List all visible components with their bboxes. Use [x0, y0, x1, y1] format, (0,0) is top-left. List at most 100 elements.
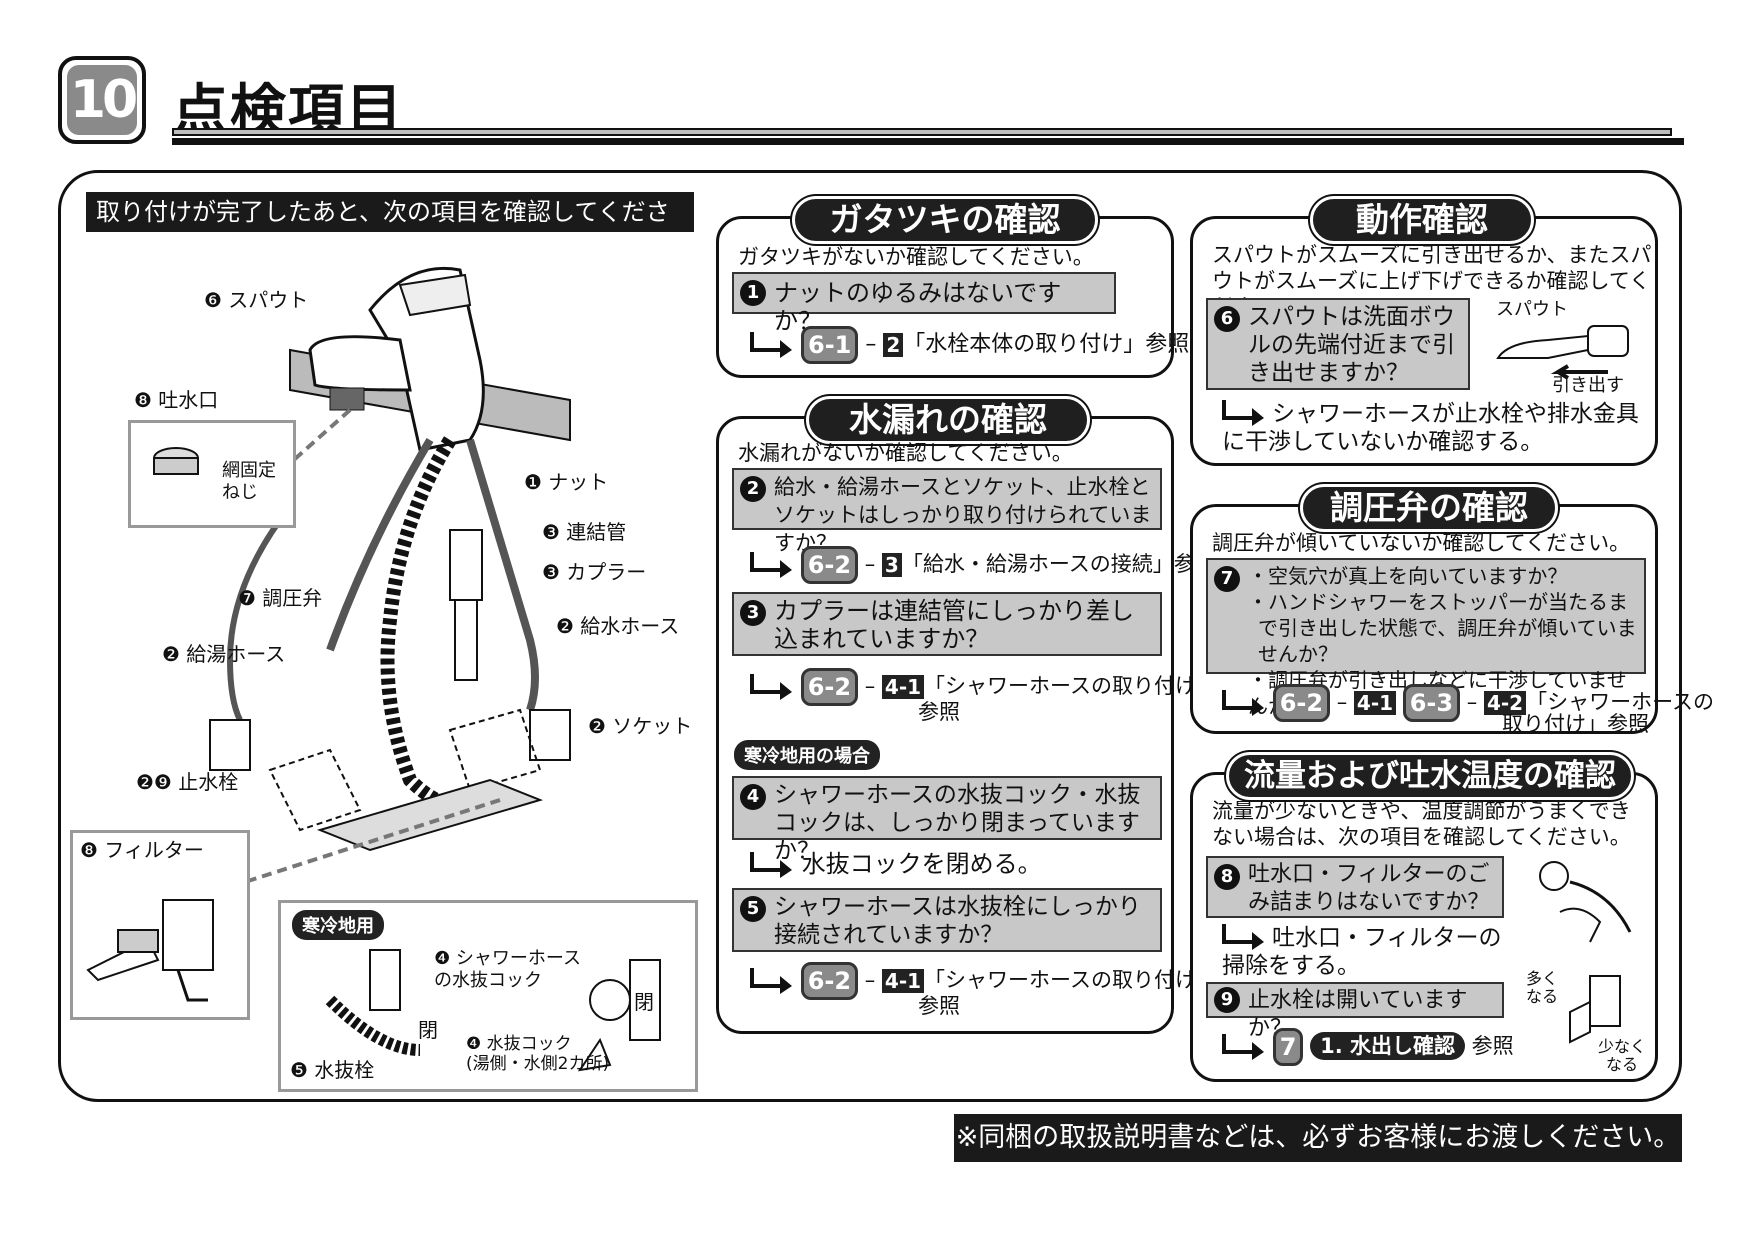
- ref-badge: 6-1: [801, 326, 859, 364]
- q5-text: シャワーホースは水抜栓にしっかり接続されていますか？: [774, 894, 1141, 948]
- q8-number: 8: [1214, 864, 1240, 890]
- filter-inset: [70, 830, 250, 1020]
- q7-line-a: ・空気穴が真上を向いていますか？: [1248, 564, 1568, 588]
- gatatsuki-desc: ガタツキがないか確認してください。: [738, 245, 1094, 269]
- label-socket: ❷ ソケット: [588, 714, 693, 738]
- section-number: 10: [67, 65, 138, 135]
- ref-text: 「シャワーホースの取り付け」: [924, 968, 1217, 992]
- label-hot-hose: ❷ 給湯ホース: [162, 642, 286, 666]
- ref-text: 「水栓本体の取り付け」参照: [903, 332, 1190, 357]
- ref-square: 4-1: [881, 675, 925, 699]
- ref-badge: 6-2: [1272, 684, 1331, 722]
- q9-number: 9: [1214, 987, 1240, 1013]
- label-pressure-valve: ❼ 調圧弁: [238, 586, 323, 610]
- spout-pull-illustration: [1496, 325, 1629, 380]
- q3-text: カプラーは連結管にしっかり差し込まれていますか？: [774, 597, 1134, 653]
- q5-number: 5: [740, 896, 766, 922]
- leak-ref3-tail: 参照: [918, 700, 960, 724]
- ans6-text: シャワーホースが止水栓や排水金具に干渉していないか確認する。: [1222, 401, 1639, 455]
- q7-line-b: ・ハンドシャワーをストッパーが当たるまで引き出した状態で、調圧弁が傾いていません…: [1248, 590, 1637, 666]
- intro-text: 取り付けが完了したあと、次の項目を確認してください。: [86, 192, 694, 266]
- label-outlet: ❽ 吐水口: [134, 388, 219, 412]
- arrow-icon: [1222, 924, 1264, 950]
- label-drain-cock: ❹ 水抜コック (湯側・水側2カ所): [466, 1034, 610, 1074]
- regulator-ref-tail: 取り付け」参照: [1502, 712, 1649, 736]
- arrow-icon: [750, 332, 792, 358]
- label-drain-cock-hose: ❹ シャワーホース の水抜コック: [434, 948, 581, 991]
- leak-desc: 水漏れがないか確認してください。: [738, 441, 1073, 465]
- arrow-icon: [1222, 690, 1264, 716]
- regulator-title: 調圧弁の確認: [1300, 484, 1558, 532]
- label-more: 多く なる: [1526, 969, 1559, 1006]
- ref-badge: 6-3: [1402, 684, 1461, 722]
- label-closed-2: 閉: [634, 990, 654, 1014]
- label-spout: ❻ スパウト: [204, 288, 309, 312]
- operation-desc: スパウトがスムーズに引き出せるか、またスパウトがスムーズに上げ下げできるか確認し…: [1212, 243, 1652, 319]
- footer-note: ※同梱の取扱説明書などは、必ずお客様にお渡しください。: [954, 1114, 1682, 1162]
- q6-number: 6: [1214, 306, 1240, 332]
- ref-square: 2: [883, 333, 904, 357]
- faucet-diagram: [209, 266, 571, 892]
- flow-q9: 9 止水栓は開いていますか？: [1206, 982, 1504, 1041]
- arrow-icon: [750, 968, 792, 994]
- label-drain-plug: ❺ 水抜栓: [290, 1058, 375, 1082]
- arrow-icon: [750, 552, 792, 578]
- label-spout-small: スパウト: [1496, 299, 1568, 320]
- cleaning-illustration: [1539, 861, 1632, 943]
- leak-q2: 2 給水・給湯ホースとソケット、止水栓とソケットはしっかり取り付けられていますか…: [732, 468, 1162, 555]
- section-number-badge: 10: [58, 56, 146, 144]
- label-supply-hose: ❷ 給水ホース: [556, 614, 680, 638]
- title-rule-shadow: [172, 138, 1684, 145]
- ref-pill: 1. 水出し確認: [1310, 1032, 1465, 1060]
- ref-square: 4-2: [1483, 691, 1527, 715]
- label-connecting-pipe: ❸ 連結管: [542, 520, 627, 544]
- cold-region-heading: 寒冷地用の場合: [734, 740, 880, 770]
- ref-badge: 7: [1272, 1028, 1304, 1066]
- q8-text: 吐水口・フィルターのごみ詰まりはないですか？: [1248, 862, 1490, 915]
- leak-q5: 5 シャワーホースは水抜栓にしっかり接続されていますか？: [732, 888, 1162, 952]
- regulator-q7: 7 ・空気穴が真上を向いていますか？ ・ハンドシャワーをストッパーが当たるまで引…: [1206, 558, 1646, 718]
- cold-region-illustration: [325, 949, 661, 1072]
- q7-number: 7: [1214, 566, 1240, 592]
- gatatsuki-ref: 6-1 – 2「水栓本体の取り付け」参照: [750, 326, 1189, 364]
- ref-text: 「シャワーホースの: [1526, 690, 1715, 714]
- title-rule: [172, 128, 1672, 136]
- operation-ans6: シャワーホースが止水栓や排水金具に干渉していないか確認する。: [1222, 400, 1652, 456]
- q6-text: スパウトは洗面ボウルの先端付近まで引き出せますか？: [1248, 304, 1455, 386]
- arrow-icon: [750, 852, 792, 878]
- flow-q8: 8 吐水口・フィルターのごみ詰まりはないですか？: [1206, 856, 1504, 918]
- flow-ans8: 吐水口・フィルターの掃除をする。: [1222, 924, 1522, 980]
- ref-text: 「シャワーホースの取り付け」: [924, 674, 1217, 698]
- gatatsuki-title: ガタツキの確認: [792, 196, 1098, 244]
- leak-ref3: 6-2 – 4-1「シャワーホースの取り付け」: [750, 668, 1217, 706]
- filter-illustration: [86, 899, 214, 1002]
- label-mesh-screw: 網固定 ねじ: [222, 460, 276, 503]
- leak-title: 水漏れの確認: [806, 396, 1090, 444]
- cold-region-label: 寒冷地用: [292, 910, 384, 940]
- outlet-icon: [153, 447, 199, 475]
- label-stop-valve: ❷❾ 止水栓: [136, 770, 239, 794]
- q9-text: 止水栓は開いていますか？: [1248, 988, 1468, 1041]
- ref-text: 参照: [1471, 1034, 1514, 1058]
- leak-ref5: 6-2 – 4-1「シャワーホースの取り付け」: [750, 962, 1217, 1000]
- arrow-icon: [1222, 1034, 1264, 1060]
- ref-square: 3: [881, 553, 902, 577]
- q1-number: 1: [740, 280, 766, 306]
- flow-desc: 流量が少ないときや、温度調節がうまくできない場合は、次の項目を確認してください。: [1212, 799, 1631, 849]
- label-less: 少なく なる: [1598, 1037, 1647, 1074]
- leak-q4: 4 シャワーホースの水抜コック・水抜コックは、しっかり閉まっていますか？: [732, 776, 1162, 864]
- flow-ref: 7 1. 水出し確認 参照: [1222, 1028, 1514, 1066]
- label-filter: ❽ フィルター: [80, 838, 204, 862]
- arrow-icon: [1222, 400, 1264, 426]
- label-closed-1: 閉: [418, 1018, 438, 1042]
- operation-q6: 6 スパウトは洗面ボウルの先端付近まで引き出せますか？: [1206, 298, 1470, 390]
- ans4-text: 水抜コックを閉める。: [801, 850, 1042, 878]
- q2-text: 給水・給湯ホースとソケット、止水栓とソケットはしっかり取り付けられていますか？: [774, 475, 1152, 555]
- ref-text: 「給水・給湯ホースの接続」参照: [901, 552, 1216, 576]
- regulator-ref: 6-2 – 4-1 6-3 – 4-2「シャワーホースの: [1222, 684, 1714, 722]
- leak-q3: 3 カプラーは連結管にしっかり差し込まれていますか？: [732, 592, 1162, 656]
- ref-square: 4-1: [881, 969, 925, 993]
- ans8-text: 吐水口・フィルターの掃除をする。: [1222, 925, 1502, 979]
- operation-title: 動作確認: [1310, 196, 1534, 244]
- main-frame: [58, 170, 1682, 1102]
